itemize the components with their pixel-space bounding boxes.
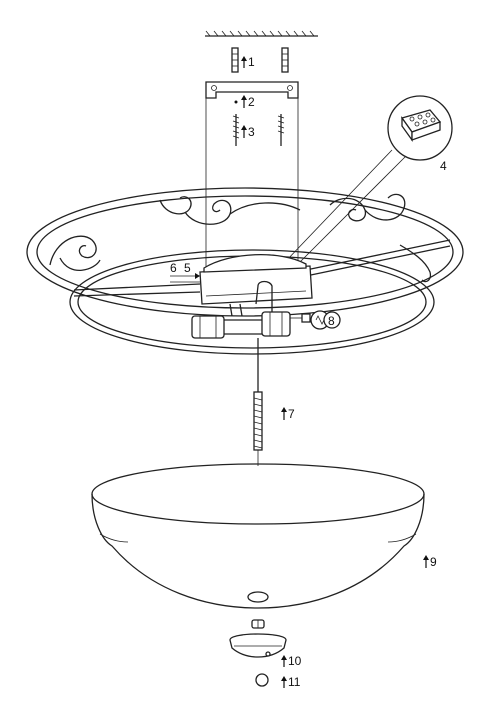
svg-text:8: 8	[328, 314, 335, 328]
label-9: 9	[423, 555, 437, 569]
svg-text:7: 7	[288, 407, 295, 421]
terminal-block-callout: 4	[284, 95, 453, 267]
ring-arm	[69, 239, 451, 355]
label-10: 10	[281, 654, 302, 668]
threaded-rod	[253, 338, 263, 466]
lamp-holder-right	[255, 280, 291, 337]
svg-text:9: 9	[430, 555, 437, 569]
label-3: 3	[241, 125, 255, 139]
svg-text:10: 10	[288, 654, 302, 668]
lamp-holder-left	[191, 303, 268, 339]
decorative-frame	[26, 187, 464, 317]
screw-left	[232, 114, 240, 146]
svg-text:1: 1	[248, 55, 255, 69]
label-2: 2	[234, 95, 255, 109]
svg-text:2: 2	[248, 95, 255, 109]
canopy	[199, 253, 313, 305]
finial-cap	[229, 619, 287, 658]
mounting-bracket	[205, 81, 299, 99]
svg-text:6: 6	[170, 261, 177, 275]
svg-text:5: 5	[184, 261, 191, 275]
finial-nut	[255, 673, 269, 687]
ceiling	[205, 30, 318, 37]
svg-text:3: 3	[248, 125, 255, 139]
glass-shade	[91, 463, 425, 609]
label-11: 11	[281, 675, 301, 689]
label-5-6: 6 5	[170, 261, 200, 283]
guide-lines	[205, 98, 299, 272]
wall-plug-right	[281, 47, 289, 73]
screw-right	[277, 114, 285, 146]
svg-text:11: 11	[288, 675, 301, 689]
svg-text:4: 4	[440, 159, 447, 173]
bulb: 8	[290, 310, 341, 330]
wall-plug-left	[231, 47, 239, 73]
label-7: 7	[281, 407, 295, 421]
label-1: 1	[241, 55, 255, 69]
